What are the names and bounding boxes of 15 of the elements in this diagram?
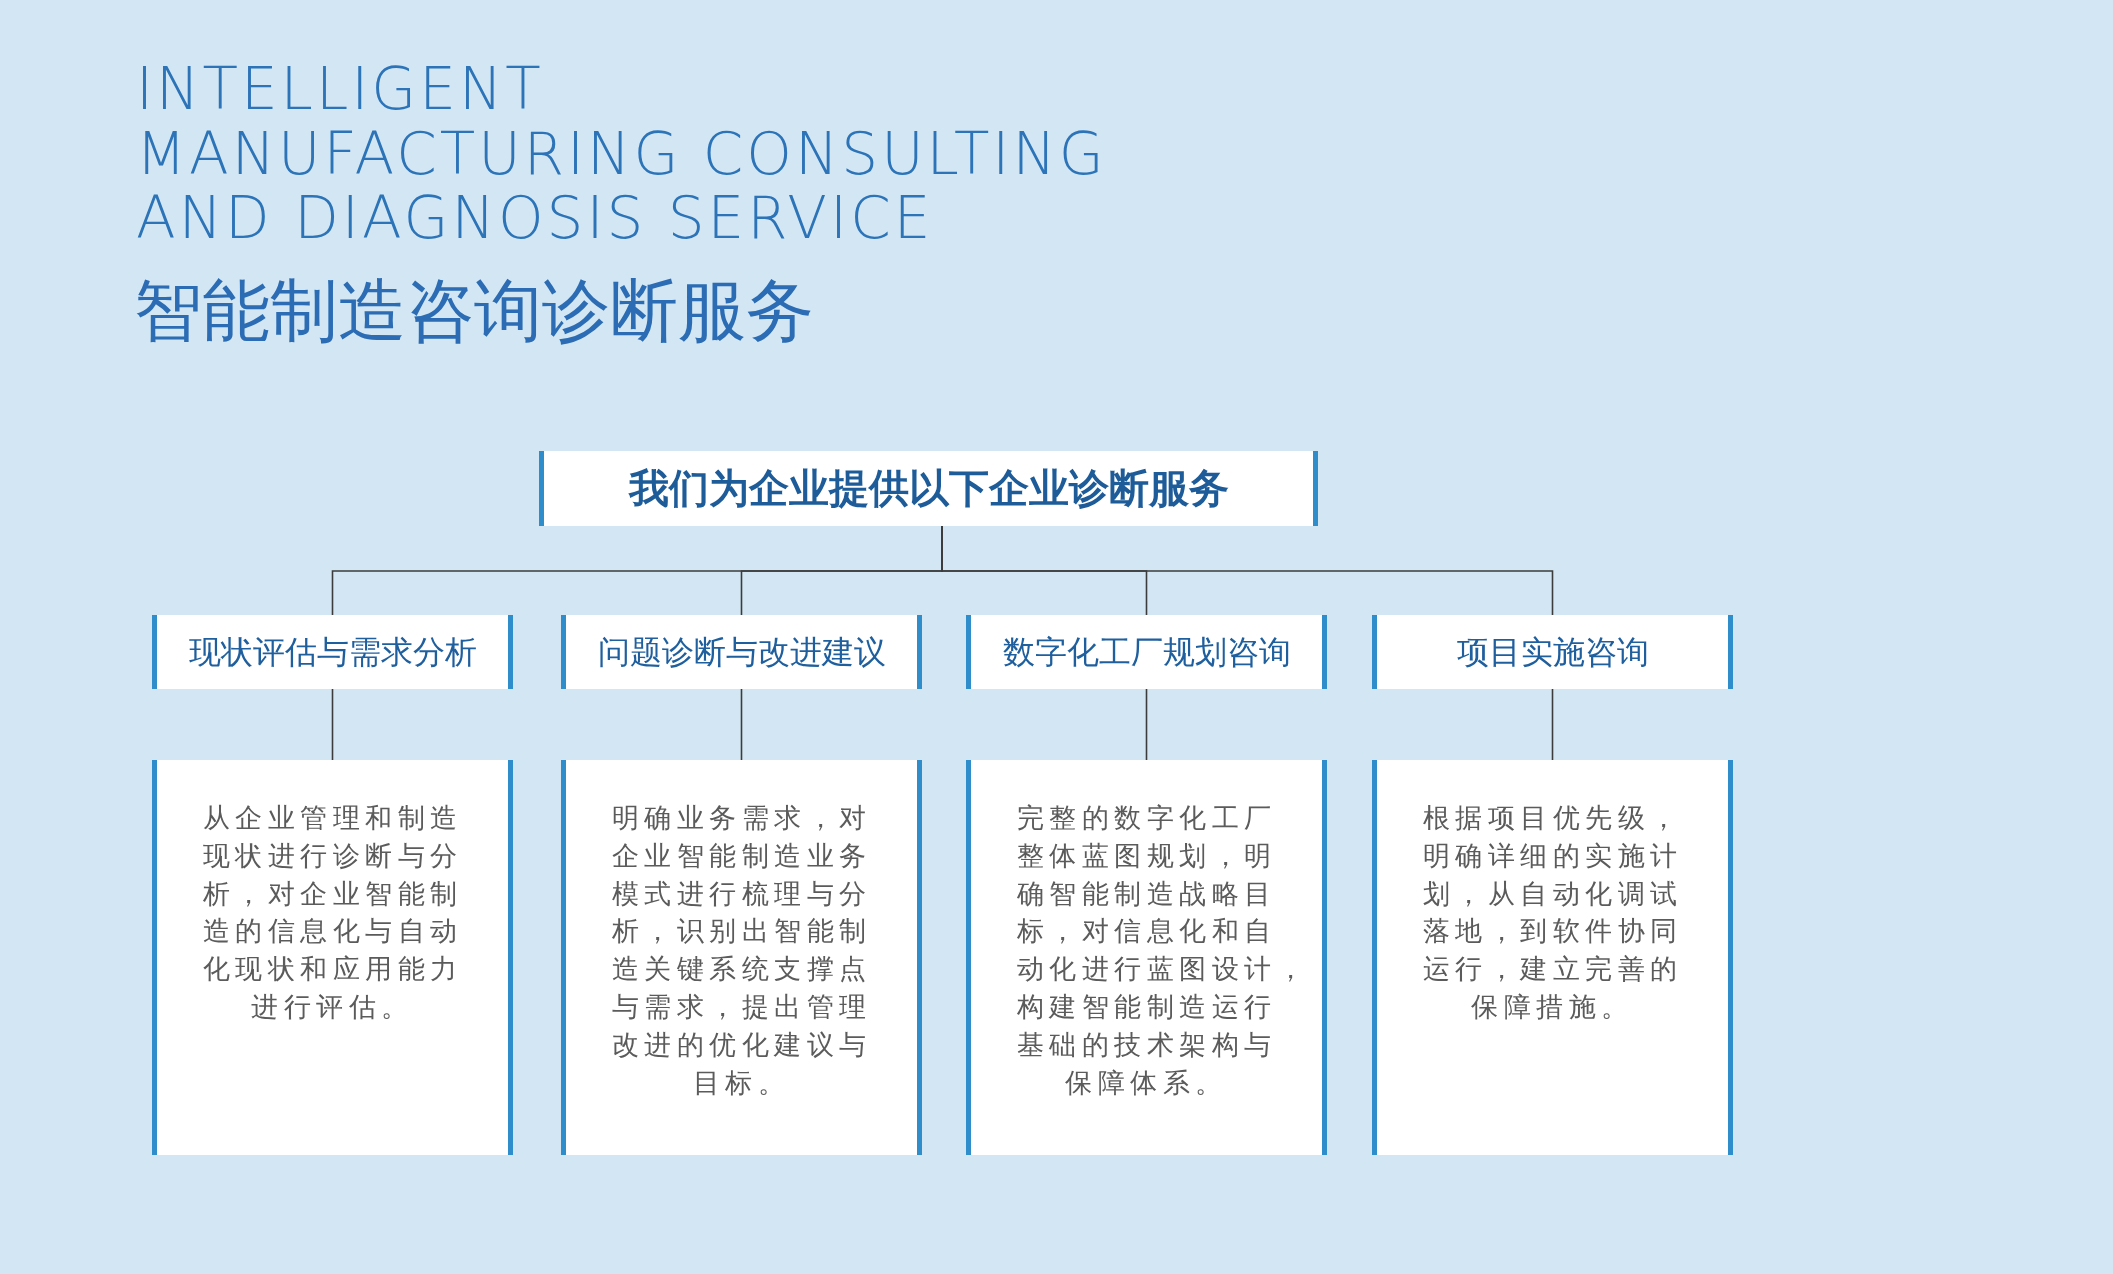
connector-line <box>1551 688 1554 761</box>
category-box: 问题诊断与改进建议 <box>561 615 922 689</box>
category-box: 现状评估与需求分析 <box>152 615 513 689</box>
connector-line <box>1145 688 1148 761</box>
heading-text: 智能制造咨询诊断服务 <box>134 271 814 350</box>
connector-line <box>740 688 743 761</box>
category-box: 项目实施咨询 <box>1372 615 1733 689</box>
connector-line <box>331 688 334 761</box>
description-box: 完整的数字化工厂整体蓝图规划，明确智能制造战略目标，对信息化和自动化进行蓝图设计，构建智能制造运行基础的技术架构与保障体系。 <box>966 760 1327 1155</box>
description-box: 根据项目优先级，明确详细的实施计划，从自动化调试落地，到软件协同运行，建立完善的保障措施。 <box>1372 760 1733 1155</box>
title-text: INTELLIGENT MANUFACTURING CONSULTING AND DIAGNOSIS SERVICE <box>136 57 1107 251</box>
description-box: 从企业管理和制造现状进行诊断与分析，对企业智能制造的信息化与自动化现状和应用能力进行评估。 <box>152 760 513 1155</box>
category-box: 数字化工厂规划咨询 <box>966 615 1327 689</box>
banner-box: 我们为企业提供以下企业诊断服务 <box>539 451 1318 526</box>
description-box: 明确业务需求，对企业智能制造业务模式进行梳理与分析，识别出智能制造关键系统支撑点与需求，提出管理改进的优化建议与目标。 <box>561 760 922 1155</box>
